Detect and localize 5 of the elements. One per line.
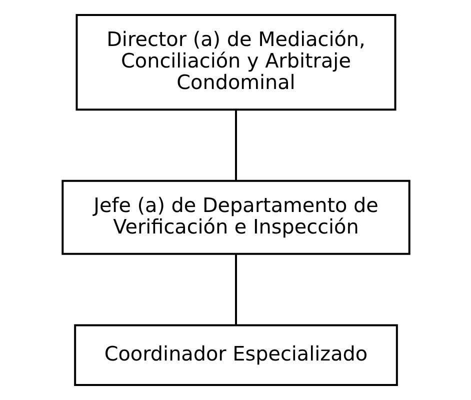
connector	[234, 254, 236, 326]
node-box: Coordinador Especializado	[74, 324, 398, 386]
connector	[234, 110, 236, 181]
node-box: Jefe (a) de Departamento de Verificación e Inspección	[61, 180, 410, 255]
node-box: Director (a) de Mediación, Conciliación y Arbitraje Condominal	[75, 14, 396, 111]
